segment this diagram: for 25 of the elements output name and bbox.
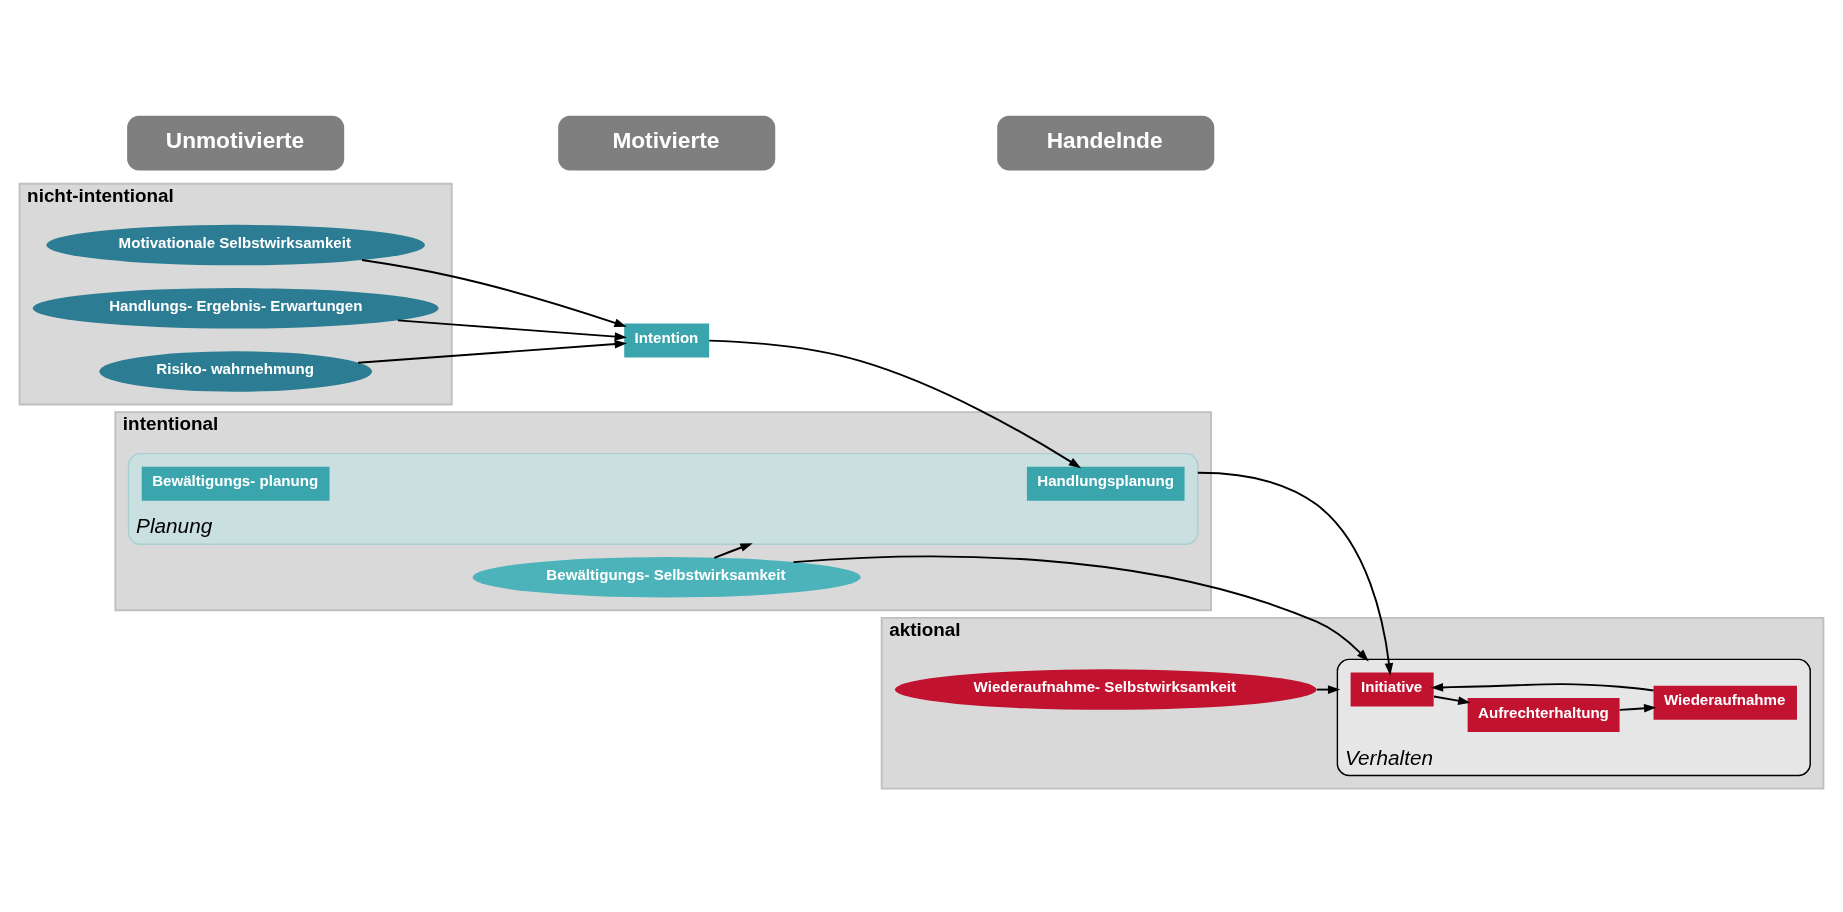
node-box: Handelnde	[997, 115, 1215, 171]
arrow	[357, 339, 627, 364]
arrow	[397, 319, 627, 341]
node-box: Initiative	[1350, 672, 1434, 707]
arrow	[713, 543, 753, 559]
node-ellipse: Handlungs- Ergebnis- Erwartungen	[32, 288, 439, 329]
arrow	[1433, 695, 1471, 705]
arrow	[361, 259, 627, 327]
node-ellipse: Wiederaufnahme- Selbstwirksamkeit	[894, 669, 1317, 710]
arrow	[792, 555, 1369, 662]
node-box: Motivierte	[558, 115, 776, 171]
arrow	[1618, 704, 1657, 713]
node-box: Handlungsplanung	[1026, 466, 1185, 501]
node-box: Unmotivierte	[127, 115, 345, 171]
node-box: Bewältigungs- planung	[141, 466, 330, 501]
arrow	[708, 339, 1082, 469]
node-ellipse: Risiko- wahrnehmung	[99, 351, 373, 392]
arrow	[1315, 685, 1341, 694]
node-ellipse: Bewältigungs- Selbstwirksamkeit	[472, 557, 861, 598]
arrow	[1430, 683, 1655, 692]
arrow	[1196, 471, 1394, 676]
node-ellipse: Motivationale Selbstwirksamkeit	[46, 224, 425, 266]
node-box: Wiederaufnahme	[1653, 685, 1797, 720]
node-box: Intention	[624, 323, 710, 358]
node-box: Aufrechterhaltung	[1467, 698, 1620, 733]
